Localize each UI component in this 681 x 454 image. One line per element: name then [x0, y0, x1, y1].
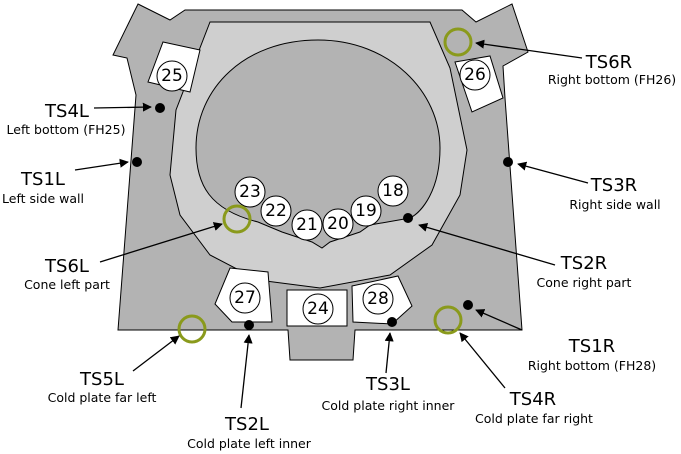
ts3r-dot — [503, 157, 513, 167]
ts1l-dot — [132, 157, 142, 167]
ts4l-dot — [155, 103, 165, 113]
ts3l-code: TS3L — [365, 374, 410, 395]
ts6r-code: TS6R — [585, 52, 632, 73]
ts4r-arrow — [459, 332, 506, 389]
ts4l-label: TS4L Left bottom (FH25) — [7, 101, 126, 137]
ts1r-arrow — [475, 309, 523, 331]
fh20-label: 20 — [327, 214, 349, 234]
ts5l-arrow — [132, 335, 180, 372]
ts6l-ring — [222, 204, 252, 234]
fh22-circle: 22 — [260, 195, 292, 227]
fh27-label: 27 — [234, 288, 256, 308]
ts1r-dot — [463, 300, 473, 310]
ts2l-code: TS2L — [224, 414, 269, 435]
ts3l-desc: Cold plate right inner — [322, 398, 456, 413]
ts5l-ring — [177, 314, 207, 344]
ts2r-code: TS2R — [560, 253, 607, 274]
ts3l-dot — [387, 317, 397, 327]
ts2r-arrow — [418, 222, 556, 266]
ts5l-label: TS5L Cold plate far left — [48, 369, 157, 405]
ts3r-arrow — [517, 161, 589, 184]
fh19-circle: 19 — [350, 195, 382, 227]
ts2r-label: TS2R Cone right part — [537, 253, 632, 290]
fh21-label: 21 — [296, 215, 318, 235]
ts4r-ring — [433, 305, 463, 335]
ts6r-label: TS6R Right bottom (FH26) — [548, 52, 676, 87]
ts3r-code: TS3R — [590, 175, 637, 196]
ts6r-ring — [443, 27, 473, 57]
ts6l-desc: Cone left part — [24, 277, 110, 292]
ts3r-label: TS3R Right side wall — [569, 175, 660, 212]
fh28-circle: 28 — [362, 283, 394, 315]
fh25-circle: 25 — [156, 60, 188, 92]
ts1l-label: TS1L Left side wall — [2, 169, 84, 206]
ts1l-arrow — [74, 158, 129, 171]
ts2r-dot — [403, 213, 413, 223]
fh24-label: 24 — [307, 299, 329, 319]
ts5l-desc: Cold plate far left — [48, 390, 157, 405]
ts1l-code: TS1L — [20, 169, 65, 190]
fh26-label: 26 — [464, 65, 486, 85]
ts1r-label: TS1R Right bottom (FH28) — [528, 336, 656, 373]
ts2l-arrow — [240, 334, 253, 409]
ts5l-code: TS5L — [79, 369, 124, 390]
ts6r-arrow — [475, 39, 583, 59]
ts4l-desc: Left bottom (FH25) — [7, 122, 126, 137]
fh26-circle: 26 — [459, 59, 491, 91]
fh27-circle: 27 — [229, 282, 261, 314]
ts6l-label: TS6L Cone left part — [24, 256, 110, 292]
fh23-label: 23 — [239, 182, 261, 202]
fh25-label: 25 — [161, 66, 183, 86]
ts2l-dot — [244, 320, 254, 330]
ts2r-desc: Cone right part — [537, 275, 632, 290]
ts4l-arrow — [93, 102, 152, 112]
ts3l-label: TS3L Cold plate right inner — [322, 374, 456, 413]
fh21-circle: 21 — [291, 209, 323, 241]
ts4r-label: TS4R Cold plate far right — [475, 389, 593, 426]
ts4l-code: TS4L — [44, 101, 89, 122]
ts1r-code: TS1R — [568, 336, 615, 357]
ts3r-desc: Right side wall — [569, 197, 660, 212]
fh18-circle: 18 — [377, 175, 409, 207]
ts3l-arrow — [384, 332, 394, 374]
ts6l-arrow — [99, 222, 223, 263]
fh24-circle: 24 — [302, 293, 334, 325]
ts2l-desc: Cold plate left inner — [187, 436, 312, 451]
ts2l-label: TS2L Cold plate left inner — [187, 414, 312, 451]
fh20-circle: 20 — [322, 208, 354, 240]
ts4r-code: TS4R — [509, 389, 556, 410]
fh28-label: 28 — [367, 289, 389, 309]
fh23-circle: 23 — [234, 176, 266, 208]
ts1l-desc: Left side wall — [2, 191, 84, 206]
cone-ring — [169, 21, 468, 289]
fh18-label: 18 — [382, 181, 404, 201]
fh19-label: 19 — [355, 201, 377, 221]
ts6l-code: TS6L — [44, 256, 89, 277]
ts4r-desc: Cold plate far right — [475, 411, 593, 426]
ts6r-desc: Right bottom (FH26) — [548, 72, 676, 87]
fh22-label: 22 — [265, 201, 287, 221]
ts1r-desc: Right bottom (FH28) — [528, 358, 656, 373]
